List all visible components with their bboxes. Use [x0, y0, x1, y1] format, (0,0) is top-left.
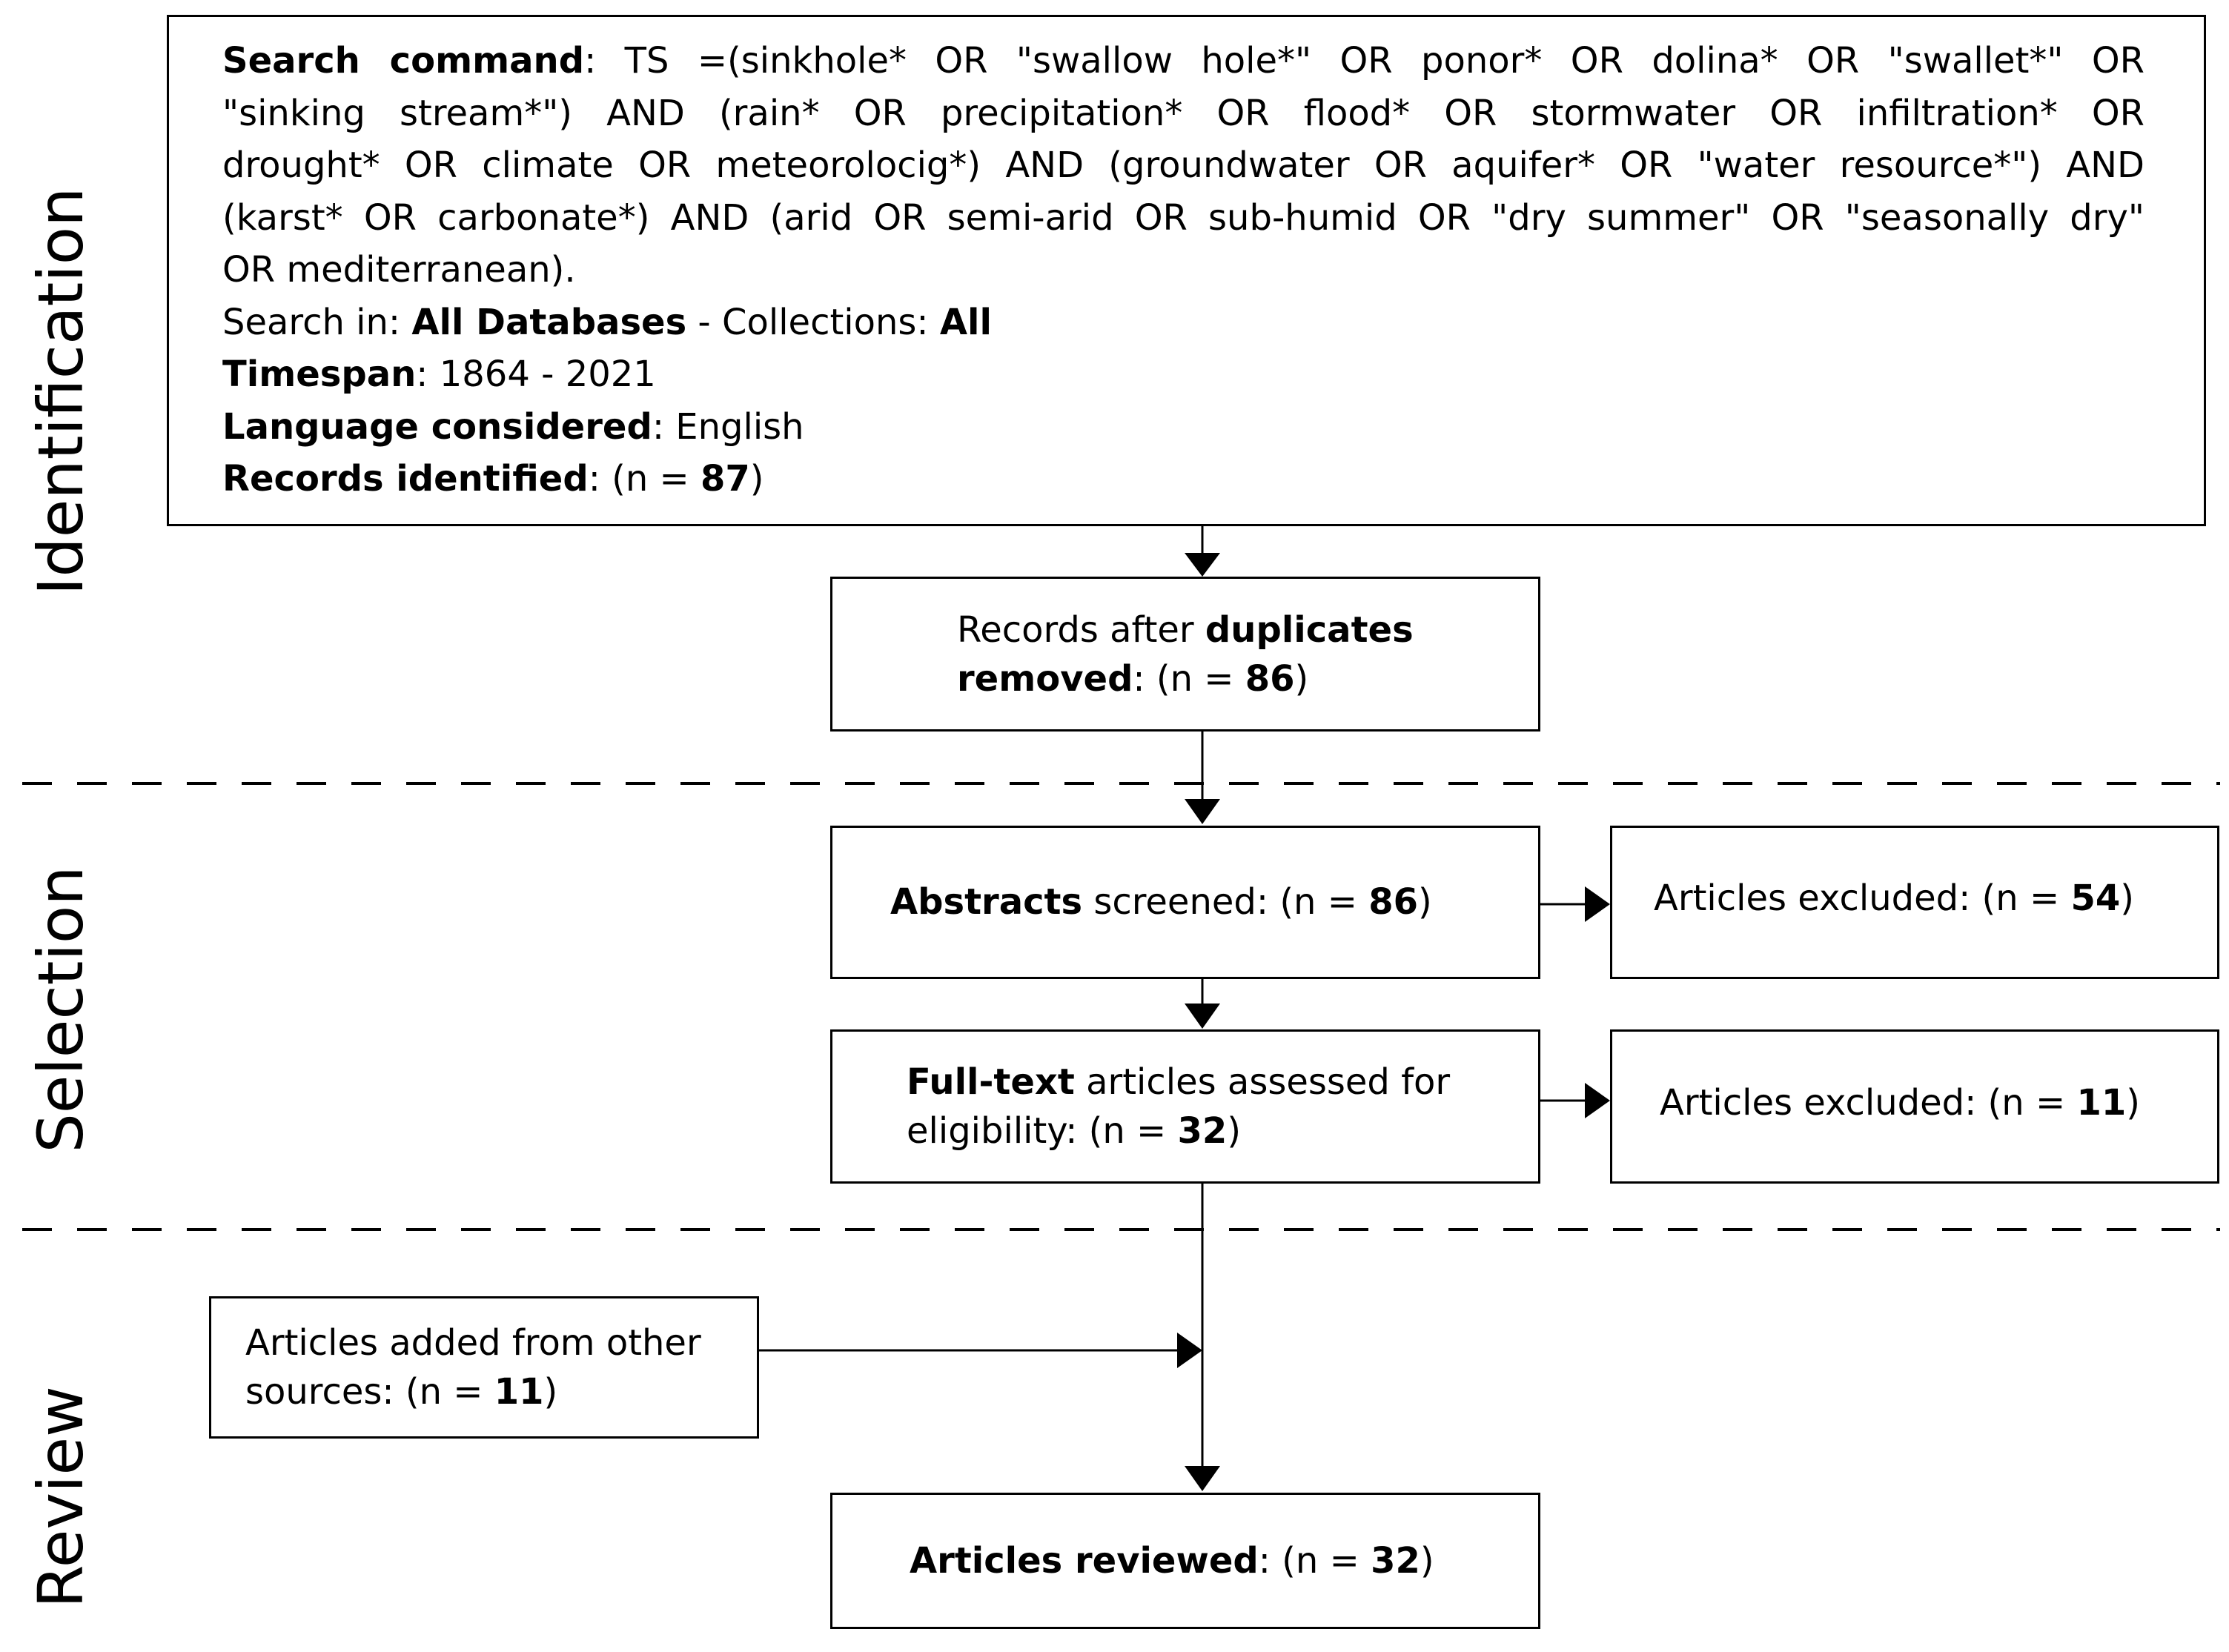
databases-value: All Databases [411, 301, 687, 343]
stage-label-identification: Identification [24, 187, 97, 596]
reviewed-count: 32 [1371, 1539, 1420, 1582]
search-box: Search command: TS =(sinkhole* OR "swall… [167, 15, 2206, 526]
excluded-count-1: 54 [2070, 878, 2121, 920]
search-command-block: Search command: TS =(sinkhole* OR "swall… [222, 35, 2144, 296]
articles-excluded-box-1: Articles excluded: (n = 54) [1610, 826, 2219, 979]
arrowhead-down [1185, 1466, 1220, 1491]
arrowhead-down [1185, 1004, 1220, 1029]
articles-reviewed-box: Articles reviewed: (n = 32) [830, 1493, 1540, 1629]
arrowhead-down [1185, 553, 1220, 577]
language-line: Language considered: English [222, 405, 804, 448]
arrowhead-right [1177, 1333, 1202, 1368]
search-command-line: : TS =(sinkhole* OR "swallow hole*" OR p… [584, 40, 2145, 82]
search-command-line: drought* OR climate OR meteorolocig*) AN… [222, 145, 2144, 186]
records-line: Records identified: (n = 87) [222, 458, 764, 500]
added-count: 11 [494, 1371, 544, 1413]
records-count: 87 [701, 458, 750, 500]
abstracts-count: 86 [1368, 881, 1418, 923]
search-command-line: OR mediterranean). [222, 249, 576, 291]
search-in-line: Search in: All Databases - Collections: … [222, 301, 992, 343]
collections-value: All [939, 301, 992, 343]
search-command-label: Search command [222, 40, 585, 82]
full-text-assessed-box: Full-text articles assessed for eligibil… [830, 1029, 1540, 1184]
search-command-line: "sinking stream*") AND (rain* OR precipi… [222, 92, 2144, 134]
articles-excluded-box-2: Articles excluded: (n = 11) [1610, 1029, 2219, 1184]
fulltext-count: 32 [1177, 1110, 1228, 1152]
abstracts-screened-box: Abstracts screened: (n = 86) [830, 826, 1540, 979]
stage-label-selection: Selection [24, 866, 97, 1153]
articles-added-box: Articles added from other sources: (n = … [209, 1296, 759, 1439]
duplicates-count: 86 [1245, 657, 1295, 700]
arrowhead-right [1585, 886, 1610, 922]
timespan-line: Timespan: 1864 - 2021 [222, 354, 656, 395]
excluded-count-2: 11 [2076, 1081, 2127, 1124]
duplicates-removed-box: Records after duplicates removed: (n = 8… [830, 577, 1540, 732]
stage-label-review: Review [24, 1386, 97, 1608]
search-command-line: (karst* OR carbonate*) AND (arid OR semi… [222, 196, 2144, 239]
arrowhead-down [1185, 799, 1220, 824]
arrowhead-right [1585, 1083, 1610, 1118]
